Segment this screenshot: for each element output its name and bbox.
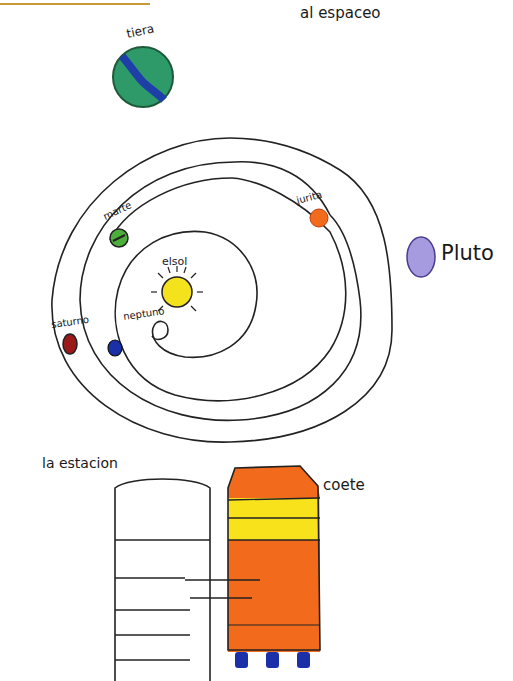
rocket <box>185 466 320 668</box>
mars-label: marte <box>102 200 133 222</box>
orbits <box>52 138 392 442</box>
jupiter-label: jurita <box>295 190 323 206</box>
title-text: al espaceo <box>300 6 381 21</box>
rocket-label: coete <box>323 478 365 493</box>
edge-mark <box>0 3 150 5</box>
earth <box>113 47 173 107</box>
planet-mars <box>110 229 128 247</box>
neptune-label: neptuno <box>123 306 166 322</box>
planet-neptune <box>108 340 122 356</box>
sun <box>151 266 203 311</box>
pluto-label: Pluto <box>441 243 494 264</box>
sun-label: elsol <box>162 256 187 267</box>
planet-jupiter <box>310 209 328 227</box>
planet-pluto <box>407 237 435 277</box>
station-label: la estacion <box>42 456 118 470</box>
planet-saturn <box>63 334 77 354</box>
earth-label: tiera <box>126 22 156 40</box>
